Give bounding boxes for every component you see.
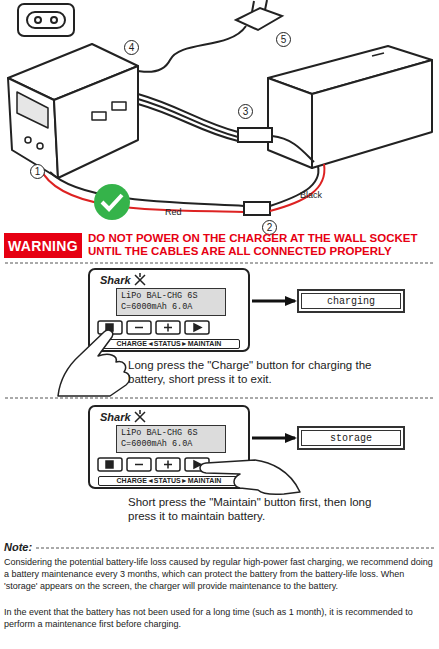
- warning-box: WARNING: [4, 233, 82, 258]
- note-heading: Note:: [4, 541, 32, 553]
- wire-label: Black: [300, 190, 322, 200]
- callout-number: 3: [238, 104, 253, 119]
- charger-illustration: [54, 66, 138, 178]
- cables: [244, 202, 270, 215]
- warning-word: WARNING: [8, 238, 78, 254]
- callout-number: 4: [124, 40, 139, 55]
- flow-arrow: [252, 437, 295, 440]
- note-text: Considering the potential battery-life l…: [4, 556, 435, 592]
- charger-illustration: [8, 78, 58, 178]
- iec-socket-symbol: [18, 4, 74, 36]
- callout-number: 1: [30, 164, 45, 179]
- cables: [40, 168, 244, 212]
- mains-plug: [112, 26, 246, 72]
- status-display: storage: [297, 426, 405, 450]
- charger-illustration: [8, 44, 138, 100]
- brand-logo: Shark: [100, 411, 131, 423]
- cables: [270, 164, 324, 211]
- cables: [138, 99, 238, 137]
- lcd-text: C=6000mAh 6.0A: [121, 302, 221, 313]
- instruction-caption: Short press the "Maintain" button first,…: [128, 495, 393, 523]
- cables: [270, 166, 318, 206]
- divider-line: [5, 398, 435, 399]
- charger-panel: SharkCHARGE◄STATUS►MAINTAIN LiPo BAL-CHG …: [88, 268, 250, 352]
- check-mark: [102, 195, 122, 209]
- lcd-screen: LiPo BAL-CHG 6SC=6000mAh 6.0A: [116, 425, 226, 453]
- note-text: In the event that the battery has not be…: [4, 606, 435, 630]
- callout-number: 5: [276, 32, 291, 47]
- status-text: charging: [327, 296, 375, 307]
- check-mark: [94, 184, 130, 220]
- wire-label: Red: [165, 207, 182, 217]
- iec-socket-symbol: [18, 4, 74, 36]
- mains-plug: [252, 0, 267, 12]
- charger-illustration: [17, 92, 48, 128]
- lcd-screen: LiPo BAL-CHG 6SC=6000mAh 6.0A: [116, 288, 226, 316]
- brand-logo: Shark: [100, 274, 131, 286]
- divider-line: [5, 263, 435, 264]
- iec-socket-symbol: [35, 17, 41, 23]
- check-mark: [94, 184, 130, 220]
- mains-plug: [236, 8, 282, 30]
- lcd-text: LiPo BAL-CHG 6S: [121, 428, 221, 439]
- power-supply: [268, 78, 312, 168]
- button-legend: CHARGE◄STATUS►MAINTAIN: [98, 339, 240, 349]
- power-supply: [312, 60, 432, 168]
- cables: [50, 172, 244, 206]
- lcd-text: C=6000mAh 6.0A: [121, 439, 221, 450]
- power-supply: [268, 46, 432, 94]
- status-display: charging: [297, 289, 405, 313]
- charger-illustration: [25, 137, 31, 143]
- cables: [238, 128, 272, 142]
- status-text: storage: [330, 433, 372, 444]
- instruction-caption: Long press the "Charge" button for charg…: [128, 358, 393, 386]
- iec-socket-symbol: [27, 12, 65, 28]
- cables: [272, 136, 314, 162]
- cables: [138, 104, 238, 141]
- warning-text: DO NOT POWER ON THE CHARGER AT THE WALL …: [88, 232, 433, 258]
- cables: [138, 94, 238, 132]
- charger-illustration: [8, 44, 138, 178]
- charger-panel: SharkCHARGE◄STATUS►MAINTAIN LiPo BAL-CHG …: [88, 405, 250, 489]
- mains-plug: [112, 0, 282, 72]
- flow-arrow: [252, 300, 295, 303]
- charger-illustration: [112, 102, 126, 110]
- divider-line: [5, 263, 435, 548]
- power-supply: [372, 53, 384, 56]
- charger-illustration: [37, 143, 43, 149]
- pressing-hand: [58, 330, 300, 494]
- charger-illustration: [92, 112, 106, 120]
- button-legend: CHARGE◄STATUS►MAINTAIN: [98, 476, 240, 486]
- lcd-text: LiPo BAL-CHG 6S: [121, 291, 221, 302]
- iec-socket-symbol: [51, 17, 57, 23]
- cables: [40, 94, 324, 215]
- divider-line: [36, 548, 435, 549]
- power-supply: [268, 46, 432, 168]
